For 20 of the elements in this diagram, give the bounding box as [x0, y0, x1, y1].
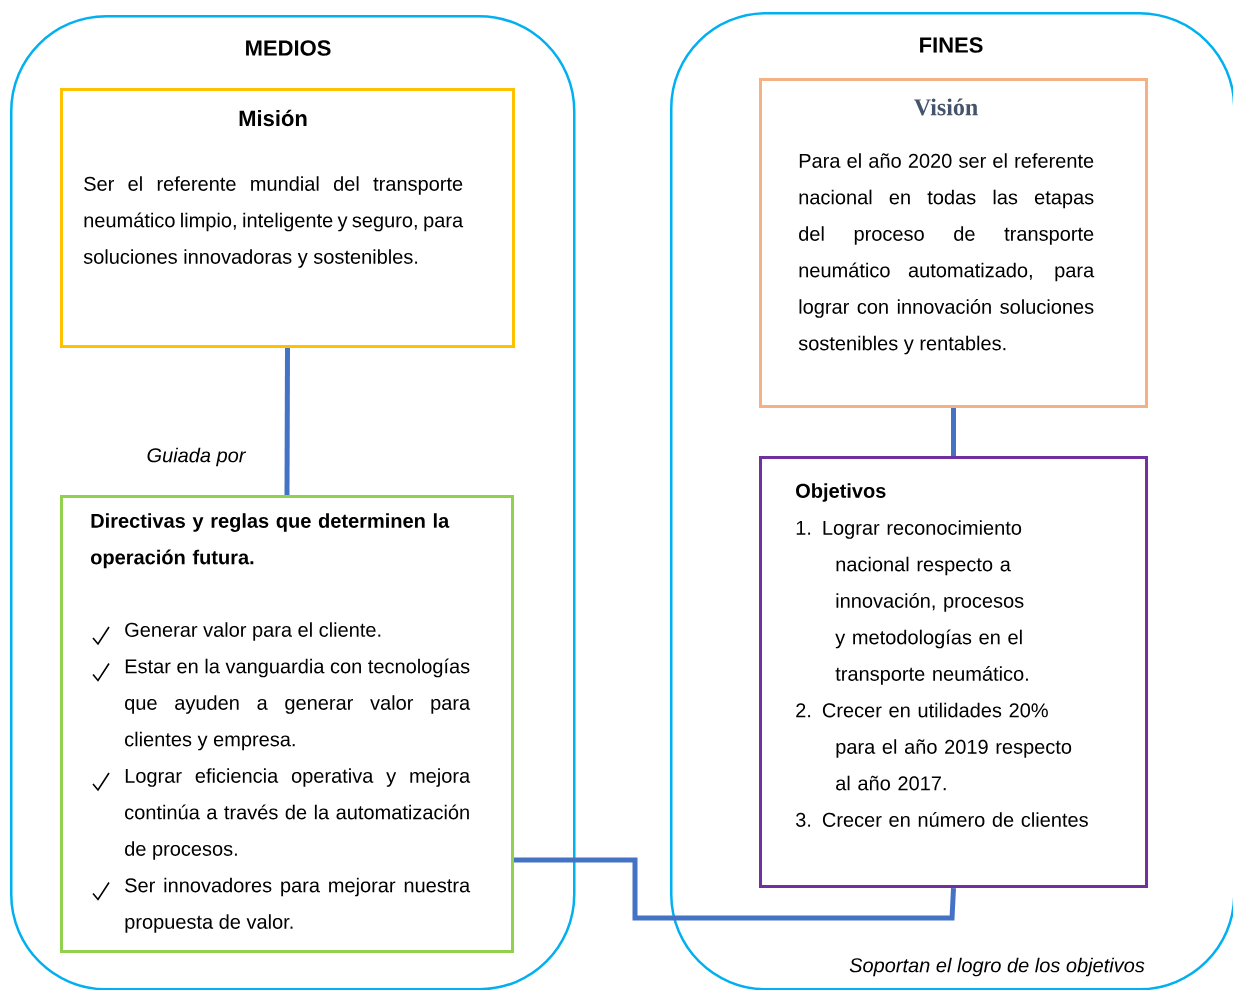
- connector-line: [284, 348, 290, 495]
- box-heading: Misión: [239, 109, 307, 127]
- bullet-item: Ser innovadores para mejorar nuestra propuesta de valor.: [125, 877, 471, 933]
- list-item: 1. Lograr reconocimiento nacional respecto a innovación, procesos y metodologías en el transporte neumático.: [796, 520, 1028, 685]
- panel-heading: MEDIOS: [246, 40, 331, 56]
- bullet-item: Estar en la vanguardia con tecnologías que ayuden a generar valor para clientes y empresa.: [125, 658, 471, 751]
- bullet-item: Lograr eficiencia operativa y mejora continúa a través de la automatización de procesos.: [125, 768, 471, 860]
- list-item: 3. Crecer en número de clientes: [796, 811, 1088, 827]
- edge-label: Soportan el logro de los objetivos: [847, 955, 1147, 979]
- connector-line: [514, 857, 956, 921]
- list-item: 2. Crecer en utilidades 20% para el año 2019 respecto al año 2017.: [796, 702, 1072, 791]
- box-heading: Directivas y reglas que determinen la operación futura.: [91, 513, 450, 569]
- paragraph: Para el año 2020 ser el referente nacional en todas las etapas del proceso de transporte neumático automatizado, para lograr con innovación soluciones sostenibles y rentables.: [798, 153, 1095, 355]
- box-heading: Visión: [914, 98, 978, 116]
- edge-label: Guiada por: [144, 445, 248, 469]
- panel-heading: FINES: [920, 37, 983, 53]
- paragraph: Ser el referente mundial del transporte neumático limpio, inteligente y seguro, para soluciones innovadoras y sostenibles.: [83, 176, 464, 268]
- box-heading: Objetivos: [796, 483, 886, 502]
- connector-line: [951, 408, 956, 456]
- bullet-item: Generar valor para el cliente.: [125, 622, 381, 641]
